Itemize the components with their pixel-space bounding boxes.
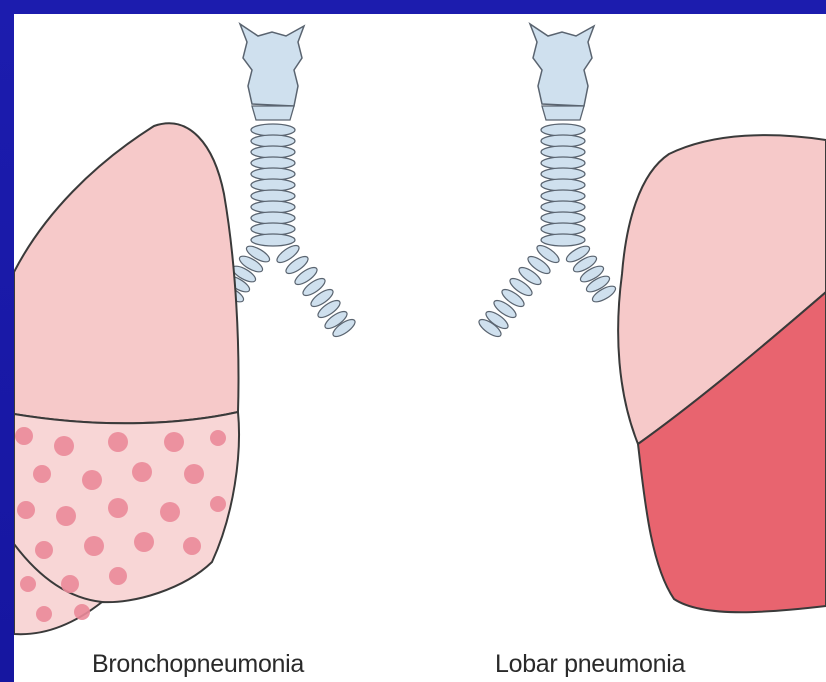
left-lung bbox=[14, 123, 239, 634]
right-trachea bbox=[476, 24, 617, 340]
right-lung bbox=[618, 135, 826, 612]
diagram-panel: Bronchopneumonia Lobar pneumonia bbox=[14, 14, 826, 682]
left-trachea bbox=[218, 24, 357, 340]
lungs-diagram bbox=[14, 14, 826, 682]
caption-lobar-pneumonia: Lobar pneumonia bbox=[495, 650, 685, 679]
caption-bronchopneumonia: Bronchopneumonia bbox=[92, 650, 304, 679]
